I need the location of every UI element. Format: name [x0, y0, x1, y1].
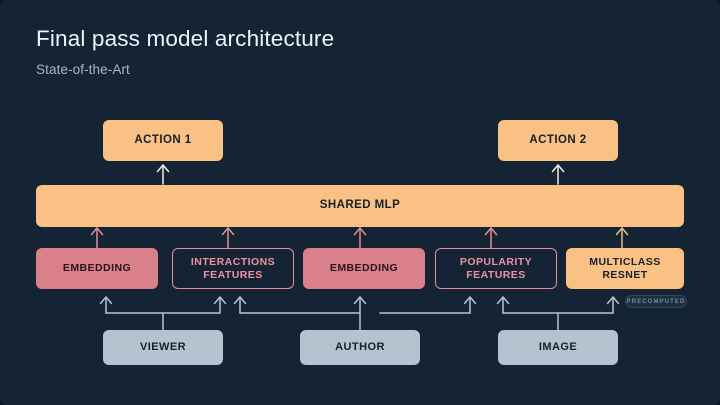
node-source-image[interactable]: IMAGE [498, 330, 618, 365]
node-embedding-author[interactable]: EMBEDDING [303, 248, 425, 289]
node-action-1[interactable]: ACTION 1 [103, 120, 223, 161]
node-multiclass-resnet[interactable]: MULTICLASS RESNET [566, 248, 684, 289]
node-action-2[interactable]: ACTION 2 [498, 120, 618, 161]
node-source-author[interactable]: AUTHOR [300, 330, 420, 365]
node-popularity-features[interactable]: POPULARITY FEATURES [435, 248, 557, 289]
node-source-viewer[interactable]: VIEWER [103, 330, 223, 365]
page-subtitle: State-of-the-Art [36, 62, 130, 77]
page-title: Final pass model architecture [36, 26, 335, 51]
node-interactions-features[interactable]: INTERACTIONS FEATURES [172, 248, 294, 289]
node-shared-mlp[interactable]: SHARED MLP [36, 185, 684, 227]
node-embedding-viewer[interactable]: EMBEDDING [36, 248, 158, 289]
precomputed-badge: PRECOMPUTED [625, 295, 687, 308]
